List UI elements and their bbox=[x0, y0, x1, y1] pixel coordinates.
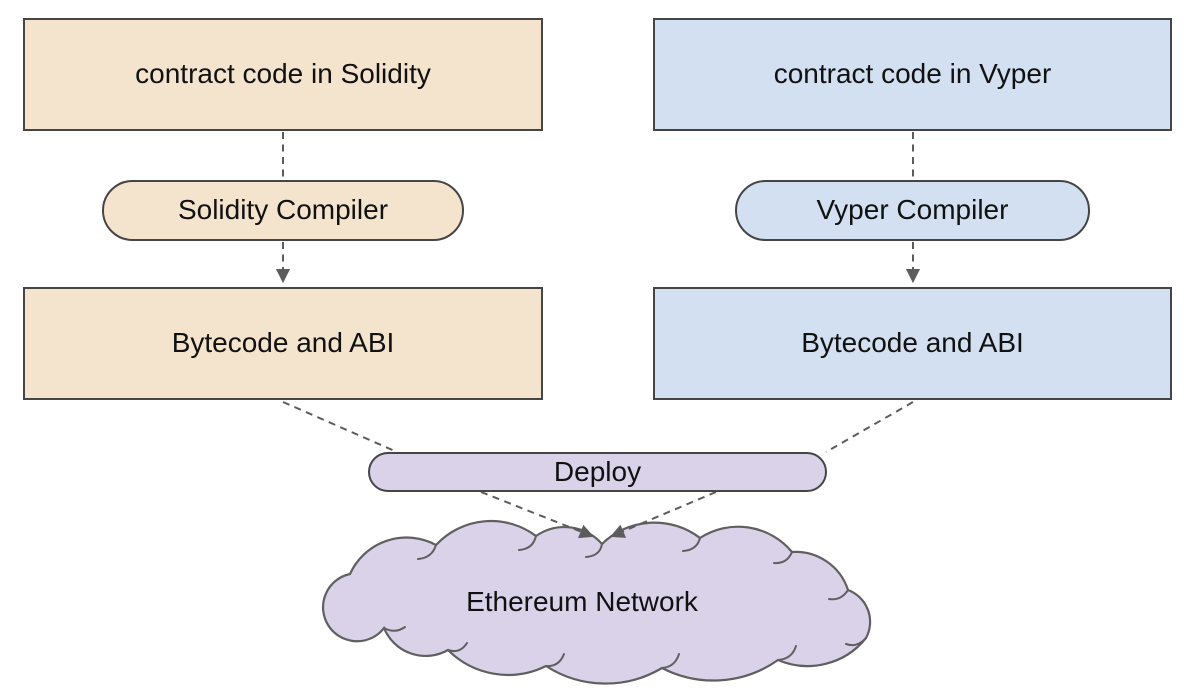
vyper-source-box: contract code in Vyper bbox=[653, 18, 1172, 131]
solidity-compiler-label: Solidity Compiler bbox=[177, 194, 389, 226]
solidity-compiler-pill: Solidity Compiler bbox=[102, 180, 464, 241]
ethereum-network-label: Ethereum Network bbox=[466, 586, 698, 617]
vyper-bytecode-label: Bytecode and ABI bbox=[801, 327, 1024, 359]
solidity-source-box: contract code in Solidity bbox=[23, 18, 543, 131]
cloud-curl-marks bbox=[383, 535, 867, 669]
vyper-compiler-label: Vyper Compiler bbox=[816, 194, 1009, 226]
connector-vyper-bytecode-to-deploy bbox=[825, 401, 914, 453]
vyper-bytecode-box: Bytecode and ABI bbox=[653, 287, 1172, 400]
vyper-source-label: contract code in Vyper bbox=[773, 58, 1052, 90]
vyper-compiler-pill: Vyper Compiler bbox=[735, 180, 1090, 241]
solidity-bytecode-box: Bytecode and ABI bbox=[23, 287, 543, 400]
arrow-deploy-to-network-right bbox=[610, 491, 717, 538]
deploy-pill: Deploy bbox=[368, 452, 827, 492]
solidity-source-label: contract code in Solidity bbox=[135, 58, 431, 90]
solidity-bytecode-label: Bytecode and ABI bbox=[171, 327, 395, 359]
connector-solidity-bytecode-to-deploy bbox=[282, 401, 398, 453]
deploy-label: Deploy bbox=[553, 455, 642, 487]
